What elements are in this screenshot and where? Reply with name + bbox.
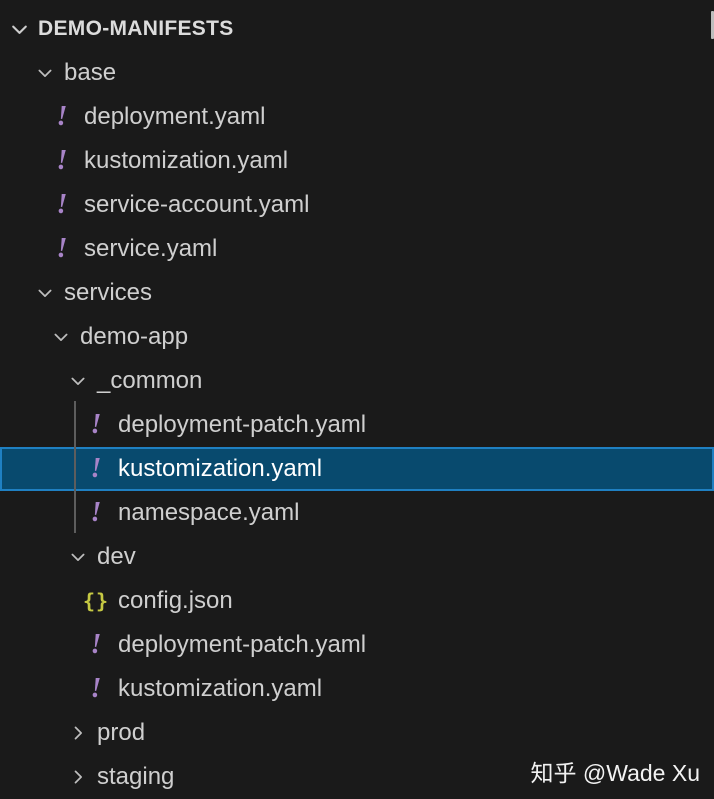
- folder-label: base: [64, 59, 117, 86]
- file-label: kustomization.yaml: [118, 675, 323, 702]
- yaml-icon: [84, 498, 108, 528]
- yaml-icon: [50, 234, 74, 264]
- tree-item-deployment-patch-yaml[interactable]: deployment-patch.yaml: [0, 403, 714, 447]
- tree-item-prod[interactable]: prod: [0, 711, 714, 755]
- file-label: kustomization.yaml: [118, 455, 323, 482]
- file-label: deployment-patch.yaml: [118, 411, 367, 438]
- yaml-icon: [50, 102, 74, 132]
- tree-item-deployment-yaml[interactable]: deployment.yaml: [0, 95, 714, 139]
- tree-item-service-account-yaml[interactable]: service-account.yaml: [0, 183, 714, 227]
- chevron-right-icon[interactable]: [67, 766, 89, 788]
- yaml-icon: [84, 454, 108, 484]
- tree-item-service-yaml[interactable]: service.yaml: [0, 227, 714, 271]
- file-label: service.yaml: [84, 235, 218, 262]
- tree-item-config-json[interactable]: config.json: [0, 579, 714, 623]
- tree-item-kustomization-yaml-dev[interactable]: kustomization.yaml: [0, 667, 714, 711]
- yaml-icon: [50, 146, 74, 176]
- chevron-down-icon[interactable]: [8, 18, 30, 40]
- file-label: service-account.yaml: [84, 191, 310, 218]
- chevron-down-icon[interactable]: [34, 282, 56, 304]
- yaml-icon: [84, 674, 108, 704]
- chevron-down-icon[interactable]: [67, 370, 89, 392]
- folder-label: prod: [97, 719, 146, 746]
- yaml-icon: [84, 410, 108, 440]
- yaml-icon: [84, 630, 108, 660]
- file-label: namespace.yaml: [118, 499, 300, 526]
- file-label: deployment.yaml: [84, 103, 266, 130]
- tree-item-dev[interactable]: dev: [0, 535, 714, 579]
- chevron-down-icon[interactable]: [50, 326, 72, 348]
- file-label: kustomization.yaml: [84, 147, 289, 174]
- folder-label: services: [64, 279, 153, 306]
- yaml-icon: [50, 190, 74, 220]
- root-folder-label: DEMO-MANIFESTS: [38, 17, 234, 40]
- file-label: config.json: [118, 587, 233, 614]
- chevron-right-icon[interactable]: [67, 722, 89, 744]
- folder-label: demo-app: [80, 323, 189, 350]
- cut-off-toolbar-icon: [711, 11, 714, 39]
- tree-root-demo-manifests[interactable]: DEMO-MANIFESTS: [0, 7, 714, 51]
- chevron-down-icon[interactable]: [67, 546, 89, 568]
- folder-label: dev: [97, 543, 136, 570]
- tree-item-kustomization-yaml-selected[interactable]: kustomization.yaml: [0, 447, 714, 491]
- tree-item-base[interactable]: base: [0, 51, 714, 95]
- tree-item-namespace-yaml[interactable]: namespace.yaml: [0, 491, 714, 535]
- tree-item-demo-app[interactable]: demo-app: [0, 315, 714, 359]
- file-label: deployment-patch.yaml: [118, 631, 367, 658]
- tree-item-common[interactable]: _common: [0, 359, 714, 403]
- folder-label: staging: [97, 763, 175, 790]
- json-braces-icon: [84, 586, 108, 616]
- folder-label: _common: [97, 367, 203, 394]
- tree-item-deployment-patch-yaml-dev[interactable]: deployment-patch.yaml: [0, 623, 714, 667]
- tree-item-staging[interactable]: staging: [0, 755, 714, 799]
- chevron-down-icon[interactable]: [34, 62, 56, 84]
- tree-item-kustomization-yaml[interactable]: kustomization.yaml: [0, 139, 714, 183]
- tree-item-services[interactable]: services: [0, 271, 714, 315]
- zhihu-watermark: 知乎 @Wade Xu: [530, 760, 701, 786]
